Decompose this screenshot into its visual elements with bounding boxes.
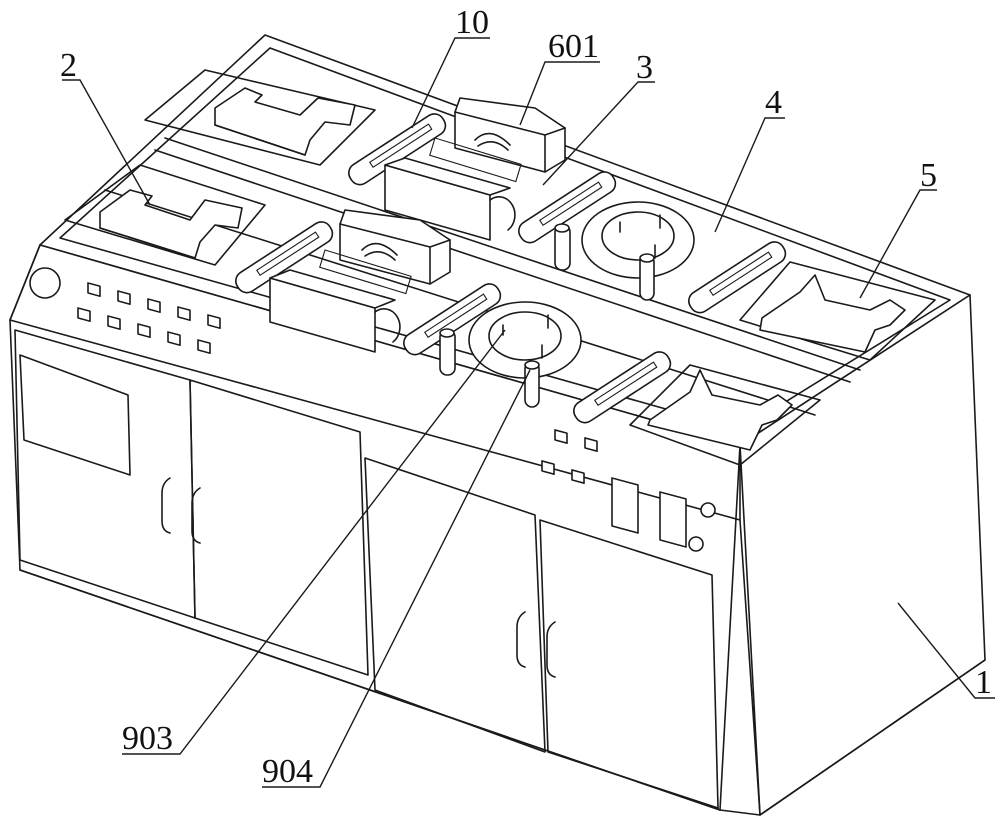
handle-icon[interactable] [516, 611, 526, 668]
rotary-disc-front [468, 301, 582, 408]
power-knob[interactable] [29, 267, 61, 299]
control-panel-right [541, 429, 716, 552]
slide-rail [348, 113, 447, 186]
panel-button[interactable] [207, 314, 221, 330]
panel-button[interactable] [541, 460, 555, 476]
slide-rail [235, 221, 334, 294]
clamp-block-front-right [629, 364, 821, 466]
label-3: 3 [636, 49, 653, 86]
window-panel [19, 354, 131, 476]
panel-button[interactable] [584, 437, 598, 453]
rotary-disc-rear [581, 201, 695, 301]
panel-button[interactable] [87, 282, 101, 298]
slide-rail [573, 351, 672, 424]
door-4[interactable] [539, 519, 719, 809]
label-2: 2 [60, 47, 77, 84]
label-5: 5 [920, 157, 937, 194]
panel-button[interactable] [554, 429, 568, 445]
slide-rails [235, 113, 787, 424]
label-601: 601 [548, 28, 599, 65]
pressing-station-upper [384, 137, 522, 241]
reference-labels: 2 10 601 3 4 5 1 903 904 [60, 4, 995, 790]
slide-rail [518, 171, 617, 244]
panel-button[interactable] [571, 469, 585, 485]
panel-button[interactable] [197, 339, 211, 355]
door-3[interactable] [364, 457, 546, 753]
handle-icon[interactable] [546, 621, 556, 678]
pressing-station-lower [269, 249, 412, 353]
door-handles [161, 477, 556, 678]
knob-1[interactable] [700, 502, 716, 518]
label-903: 903 [122, 720, 173, 757]
post-front [439, 328, 456, 376]
clamp-block-right [739, 261, 936, 361]
panel-button[interactable] [137, 323, 151, 339]
handle-icon[interactable] [191, 487, 201, 544]
knob-2[interactable] [688, 536, 704, 552]
panel-button[interactable] [77, 307, 91, 323]
press-housing-lower [339, 209, 451, 285]
press-housing-upper [454, 97, 566, 173]
panel-button[interactable] [167, 331, 181, 347]
label-4: 4 [765, 84, 782, 121]
panel-button[interactable] [147, 298, 161, 314]
display-1 [611, 477, 639, 534]
label-10: 10 [455, 4, 489, 41]
handle-icon[interactable] [161, 477, 171, 534]
control-panel-left [29, 267, 221, 355]
label-904: 904 [262, 753, 313, 790]
panel-button[interactable] [117, 290, 131, 306]
panel-button[interactable] [177, 306, 191, 322]
post-rear [554, 223, 571, 271]
doors [14, 329, 719, 809]
slide-rail [688, 241, 787, 314]
clamp-block-left [64, 164, 266, 266]
clamp-block-upper-left [144, 69, 376, 166]
label-1: 1 [975, 664, 992, 701]
slide-rail [403, 283, 502, 356]
display-2 [659, 491, 687, 548]
panel-button[interactable] [107, 315, 121, 331]
